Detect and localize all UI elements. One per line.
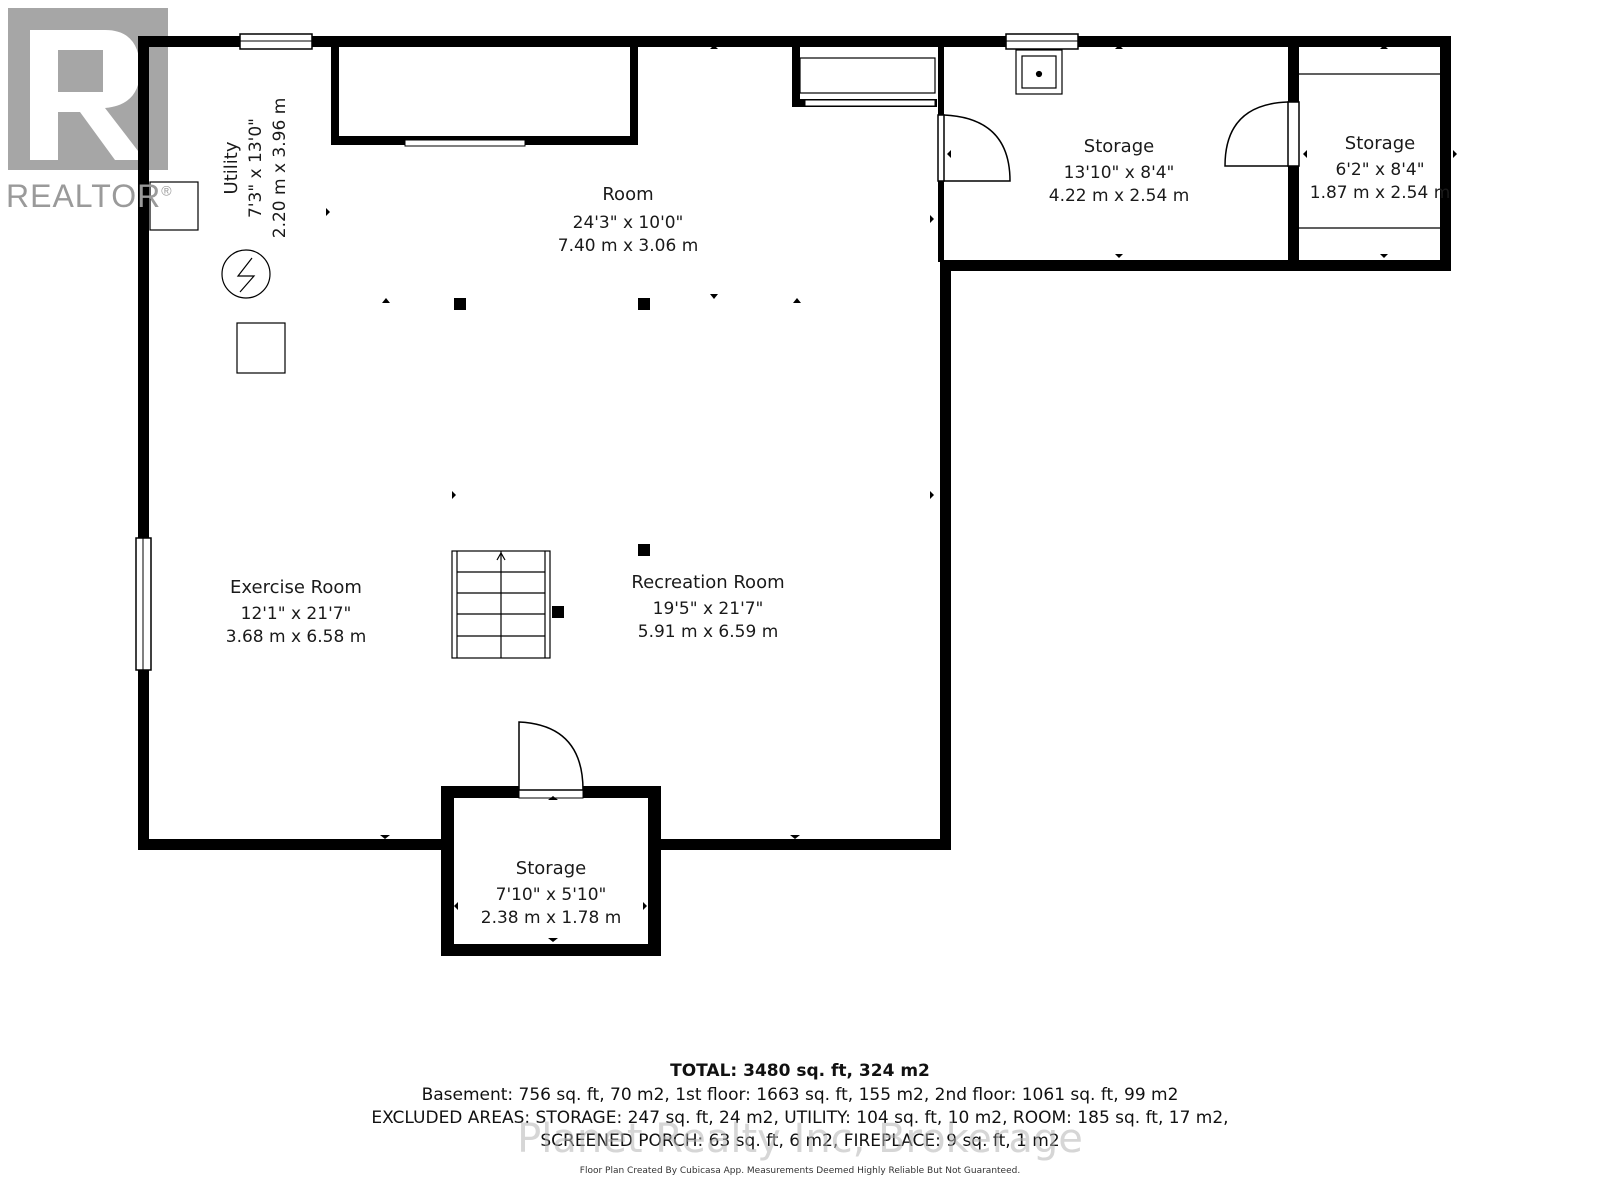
floor-area-breakdown: Basement: 756 sq. ft, 70 m2, 1st floor: … bbox=[421, 1085, 1179, 1105]
svg-text:1.87 m x 2.54 m: 1.87 m x 2.54 m bbox=[1310, 183, 1451, 203]
svg-text:19'5" x 21'7": 19'5" x 21'7" bbox=[653, 599, 764, 619]
svg-text:Utility: Utility bbox=[221, 141, 242, 194]
svg-text:5.91 m x 6.59 m: 5.91 m x 6.59 m bbox=[638, 622, 779, 642]
room-label-utility: Utility 7'3" x 13'0" 2.20 m x 3.96 m bbox=[221, 98, 290, 239]
svg-text:7'10" x 5'10": 7'10" x 5'10" bbox=[496, 885, 607, 905]
svg-text:Storage: Storage bbox=[1345, 133, 1415, 154]
total-area: TOTAL: 3480 sq. ft, 324 m2 bbox=[670, 1061, 930, 1081]
floorplan-credit: Floor Plan Created By Cubicasa App. Meas… bbox=[579, 1166, 1021, 1176]
svg-text:Exercise Room: Exercise Room bbox=[230, 577, 362, 598]
windows bbox=[135, 33, 1079, 799]
svg-text:24'3" x 10'0": 24'3" x 10'0" bbox=[573, 213, 684, 233]
fixtures bbox=[149, 49, 1440, 374]
svg-text:6'2" x 8'4": 6'2" x 8'4" bbox=[1335, 160, 1424, 180]
columns bbox=[454, 298, 650, 618]
svg-text:Room: Room bbox=[602, 184, 653, 205]
doors bbox=[518, 101, 1300, 791]
svg-text:4.22 m x 2.54 m: 4.22 m x 2.54 m bbox=[1049, 186, 1190, 206]
svg-text:2.38 m x 1.78 m: 2.38 m x 1.78 m bbox=[481, 908, 622, 928]
room-label-room: Room 24'3" x 10'0" 7.40 m x 3.06 m bbox=[558, 184, 699, 256]
excluded-areas-line1: EXCLUDED AREAS: STORAGE: 247 sq. ft, 24 … bbox=[371, 1108, 1229, 1128]
room-label-storage-b: Storage 6'2" x 8'4" 1.87 m x 2.54 m bbox=[1310, 133, 1451, 203]
svg-text:12'1" x 21'7": 12'1" x 21'7" bbox=[241, 604, 352, 624]
svg-text:Recreation Room: Recreation Room bbox=[631, 572, 784, 593]
room-label-exercise: Exercise Room 12'1" x 21'7" 3.68 m x 6.5… bbox=[226, 577, 367, 647]
stairs bbox=[451, 550, 551, 659]
realtor-logo-text: REALTOR® bbox=[6, 178, 173, 214]
brokerage-watermark: Planet Realty Inc, Brokerage bbox=[517, 1116, 1083, 1162]
svg-text:Storage: Storage bbox=[1084, 136, 1154, 157]
svg-text:13'10" x 8'4": 13'10" x 8'4" bbox=[1064, 163, 1175, 183]
room-label-recreation: Recreation Room 19'5" x 21'7" 5.91 m x 6… bbox=[631, 572, 784, 642]
measure-markers bbox=[326, 45, 1457, 942]
svg-text:3.68 m x 6.58 m: 3.68 m x 6.58 m bbox=[226, 627, 367, 647]
svg-text:7'3" x 13'0": 7'3" x 13'0" bbox=[246, 118, 266, 218]
walls bbox=[138, 36, 1451, 956]
room-label-storage-c: Storage 7'10" x 5'10" 2.38 m x 1.78 m bbox=[481, 858, 622, 928]
svg-text:Storage: Storage bbox=[516, 858, 586, 879]
svg-text:2.20 m x 3.96 m: 2.20 m x 3.96 m bbox=[270, 98, 290, 239]
room-label-storage-a: Storage 13'10" x 8'4" 4.22 m x 2.54 m bbox=[1049, 136, 1190, 206]
svg-text:7.40 m x 3.06 m: 7.40 m x 3.06 m bbox=[558, 236, 699, 256]
excluded-areas-line2: SCREENED PORCH: 63 sq. ft, 6 m2, FIREPLA… bbox=[540, 1131, 1060, 1151]
